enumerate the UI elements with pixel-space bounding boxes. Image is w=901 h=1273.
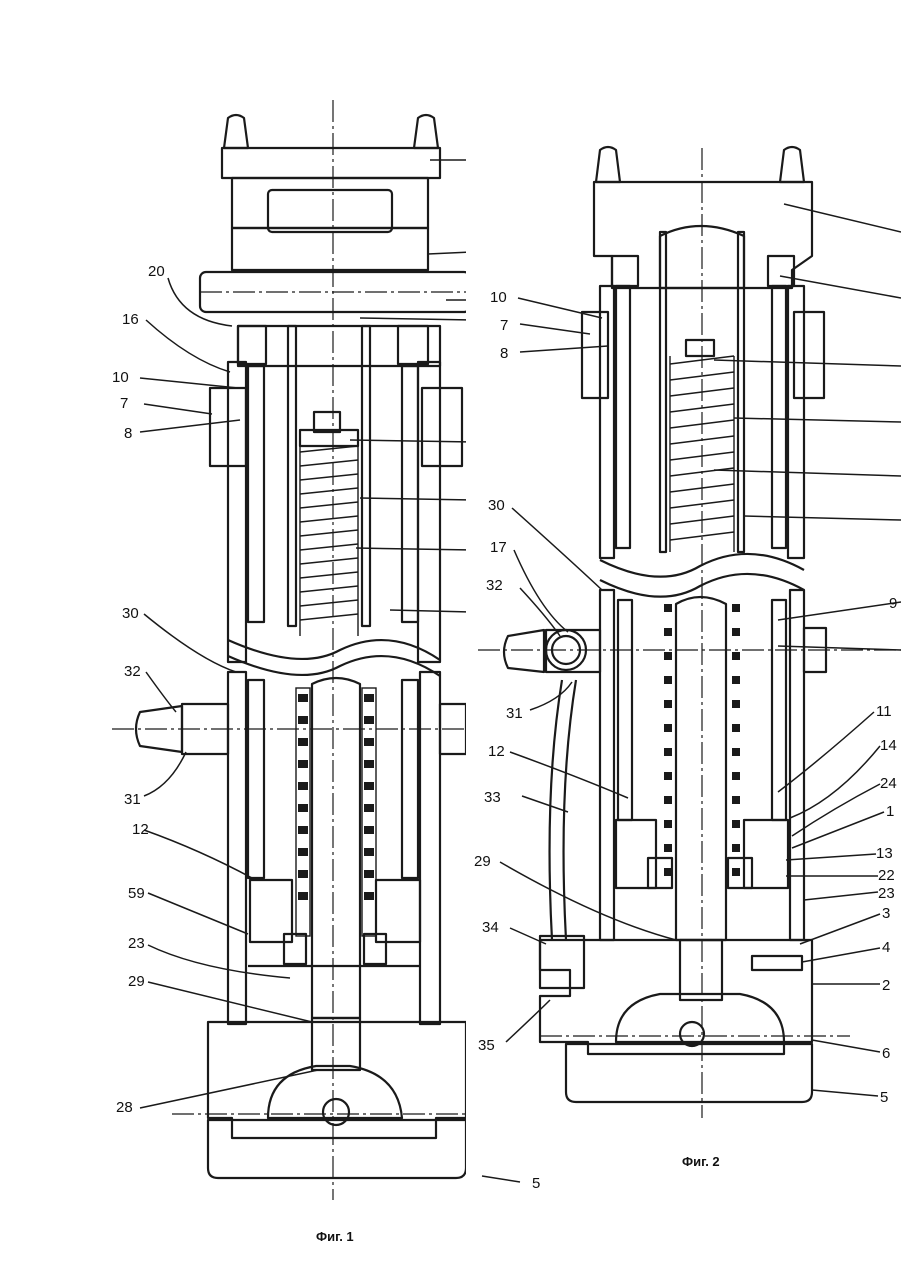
fig1-label-5: 5 [532,1175,540,1192]
figure-1-caption: Фиг. 1 [316,1229,354,1244]
fig2-label-6: 6 [882,1045,890,1062]
fig1-label-23: 23 [128,935,145,952]
fig1-label-16: 16 [122,311,139,328]
figure-1-annotations: 20 16 10 7 8 30 32 31 12 59 23 29 28 5 Ф… [112,263,540,1244]
fig2-label-9: 9 [889,595,897,612]
fig2-label-10: 10 [490,289,507,306]
fig2-label-8: 8 [500,345,508,362]
fig2-label-17: 17 [490,539,507,556]
fig2-label-1: 1 [886,803,894,820]
figure-1 [112,100,470,1200]
fig1-label-7: 7 [120,395,128,412]
fig2-label-31: 31 [506,705,523,722]
fig2-label-7: 7 [500,317,508,334]
figure-2 [478,147,901,1118]
fig2-label-30: 30 [488,497,505,514]
fig1-label-12: 12 [132,821,149,838]
fig1-label-8: 8 [124,425,132,442]
fig2-label-22: 22 [878,867,895,884]
fig2-label-2: 2 [882,977,890,994]
fig2-label-24: 24 [880,775,897,792]
fig2-label-13: 13 [876,845,893,862]
fig1-label-29: 29 [128,973,145,990]
figure-2-caption: Фиг. 2 [682,1154,720,1169]
fig1-label-10: 10 [112,369,129,386]
fig2-label-33: 33 [484,789,501,806]
fig1-label-28: 28 [116,1099,133,1116]
fig1-label-20: 20 [148,263,165,280]
fig2-label-23: 23 [878,885,895,902]
fig2-label-35: 35 [478,1037,495,1054]
fig1-label-30: 30 [122,605,139,622]
fig2-label-3: 3 [882,905,890,922]
fig2-label-34: 34 [482,919,499,936]
fig1-label-31: 31 [124,791,141,808]
fig1-label-32: 32 [124,663,141,680]
fig2-label-29: 29 [474,853,491,870]
fig2-label-12: 12 [488,743,505,760]
fig2-label-32: 32 [486,577,503,594]
fig2-label-14: 14 [880,737,897,754]
fig2-label-5: 5 [880,1089,888,1106]
fig2-label-11: 11 [876,703,892,720]
fig2-label-4: 4 [882,939,890,956]
fig1-label-59: 59 [128,885,145,902]
